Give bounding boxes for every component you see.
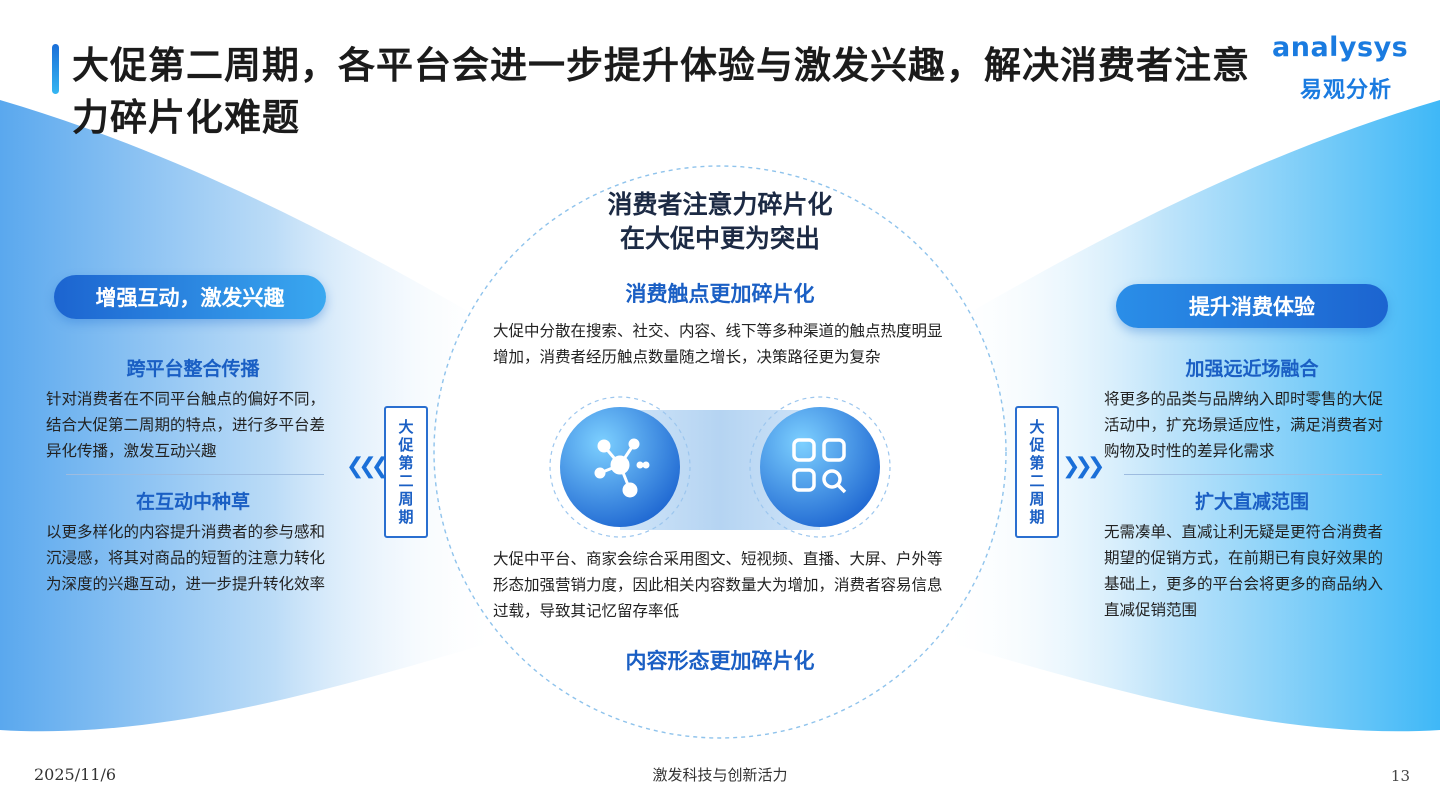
center-top-subheading: 消费触点更加碎片化: [625, 282, 815, 306]
center-heading-line2: 在大促中更为突出: [619, 224, 820, 253]
right-heading-2: 扩大直减范围: [1194, 491, 1309, 513]
title-accent-bar: [52, 44, 59, 94]
center-top-text: 大促中分散在搜索、社交、内容、线下等多种渠道的触点热度明显增加，消费者经历触点数…: [493, 322, 943, 366]
left-vertical-label: 大促第二周期: [384, 406, 428, 538]
center-bottom-subheading: 内容形态更加碎片化: [625, 649, 815, 673]
logo-wordmark: analysys: [1272, 32, 1409, 63]
left-divider: [66, 474, 324, 475]
page-title: 大促第二周期，各平台会进一步提升体验与激发兴趣，解决消费者注意力碎片化难题: [72, 44, 1250, 139]
left-text-2: 以更多样化的内容提升消费者的参与感和沉浸感，将其对商品的短暂的注意力转化为深度的…: [46, 523, 326, 593]
left-heading-2: 在互动中种草: [135, 491, 250, 513]
right-wing: [940, 100, 1440, 732]
left-heading-1: 跨平台整合传播: [126, 358, 260, 380]
right-pill-label: 提升消费体验: [1116, 284, 1388, 328]
footer-date: 2025/11/6: [34, 765, 117, 784]
left-vertical-label-text: 大促第二周期: [398, 418, 414, 526]
left-wing: [0, 100, 500, 732]
right-chevrons-icon: ❯❯❯: [1062, 454, 1105, 479]
center-heading-line1: 消费者注意力碎片化: [607, 190, 833, 219]
left-chevrons-icon: ❮❮❮: [346, 454, 389, 479]
logo-chinese: 易观分析: [1300, 78, 1393, 103]
page-number: 13: [1390, 767, 1410, 785]
center-bottom-text: 大促中平台、商家会综合采用图文、短视频、直播、大屏、户外等形态加强营销力度，因此…: [493, 550, 943, 620]
right-vertical-label-text: 大促第二周期: [1029, 418, 1045, 526]
analysys-logo: analysys 易观分析: [1272, 32, 1422, 104]
right-text-1: 将更多的品类与品牌纳入即时零售的大促活动中，扩充场景适应性，满足消费者对购物及时…: [1104, 390, 1384, 460]
center-dashed-ring: [433, 165, 1007, 739]
right-text-2: 无需凑单、直减让利无疑是更符合消费者期望的促销方式，在前期已有良好效果的基础上，…: [1104, 523, 1384, 619]
left-pill-label: 增强互动，激发兴趣: [54, 275, 326, 319]
right-vertical-label: 大促第二周期: [1015, 406, 1059, 538]
footer-slogan: 激发科技与创新活力: [652, 766, 788, 784]
app-grid-search-icon: [760, 407, 880, 527]
right-divider: [1124, 474, 1382, 475]
left-text-1: 针对消费者在不同平台触点的偏好不同，结合大促第二周期的特点，进行多平台差异化传播…: [46, 390, 326, 460]
right-heading-1: 加强远近场融合: [1185, 358, 1319, 380]
